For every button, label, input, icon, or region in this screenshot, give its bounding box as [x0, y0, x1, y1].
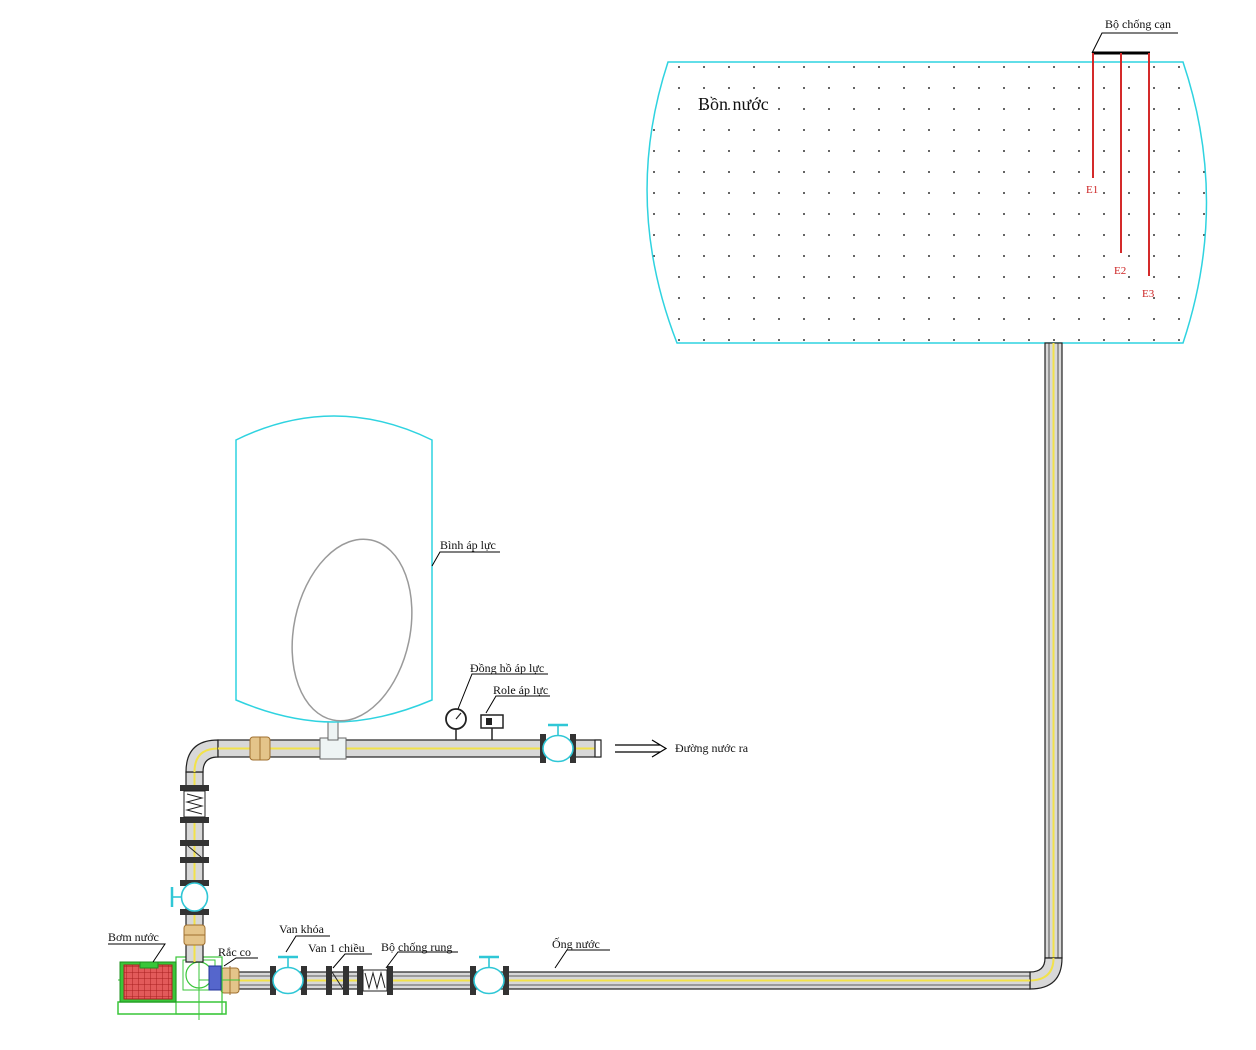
- pressure-relay-label: Role áp lực: [493, 683, 548, 697]
- union-label: Rắc co: [218, 945, 251, 959]
- dry-run-guard-label: Bộ chống cạn: [1105, 17, 1171, 31]
- supply-gate-valve: Van khóa: [270, 922, 330, 995]
- riser-gate-valve: [170, 880, 209, 915]
- pressure-line: [217, 739, 602, 758]
- pipe-label: Ống nước: [552, 936, 600, 951]
- pressure-gauge: Đồng hồ áp lực: [445, 661, 548, 740]
- pressure-vessel: Bình áp lực: [235, 415, 500, 723]
- check-valve-label: Van 1 chiều: [308, 941, 365, 955]
- riser-anti-vibration: [180, 785, 209, 823]
- outlet-arrow: Đường nước ra: [615, 739, 749, 758]
- pressure-vessel-label: Bình áp lực: [440, 538, 496, 552]
- vessel-tee: [319, 721, 347, 760]
- gate-valve-label: Van khóa: [279, 922, 325, 936]
- riser-union: [183, 924, 206, 946]
- dry-run-guard: Bộ chống cạn E1 E2 E3: [1086, 17, 1178, 300]
- anti-vibration-label: Bộ chống rung: [381, 940, 452, 954]
- outlet-label: Đường nước ra: [675, 741, 749, 755]
- electrode-e3-label: E3: [1142, 288, 1155, 300]
- storage-tank: Bồn nước: [646, 61, 1208, 344]
- supply-anti-vibration: Bộ chống rung: [357, 940, 458, 995]
- tank-label: Bồn nước: [698, 94, 769, 114]
- outlet-gate-valve: [540, 723, 576, 763]
- vessel-bladder: [291, 538, 413, 722]
- pressure-gauge-label: Đồng hồ áp lực: [470, 661, 544, 675]
- supply-gate-valve-2: [470, 955, 509, 995]
- check-valve: Van 1 chiều: [308, 941, 372, 995]
- riser-check-valve: [180, 840, 209, 863]
- pressure-line-union: [249, 736, 271, 761]
- electrode-e2-label: E2: [1114, 265, 1126, 277]
- pressure-relay: Role áp lực: [480, 683, 550, 740]
- pump: Bơm nước: [108, 930, 240, 1020]
- electrode-e1-label: E1: [1086, 184, 1098, 196]
- pump-label: Bơm nước: [108, 930, 159, 944]
